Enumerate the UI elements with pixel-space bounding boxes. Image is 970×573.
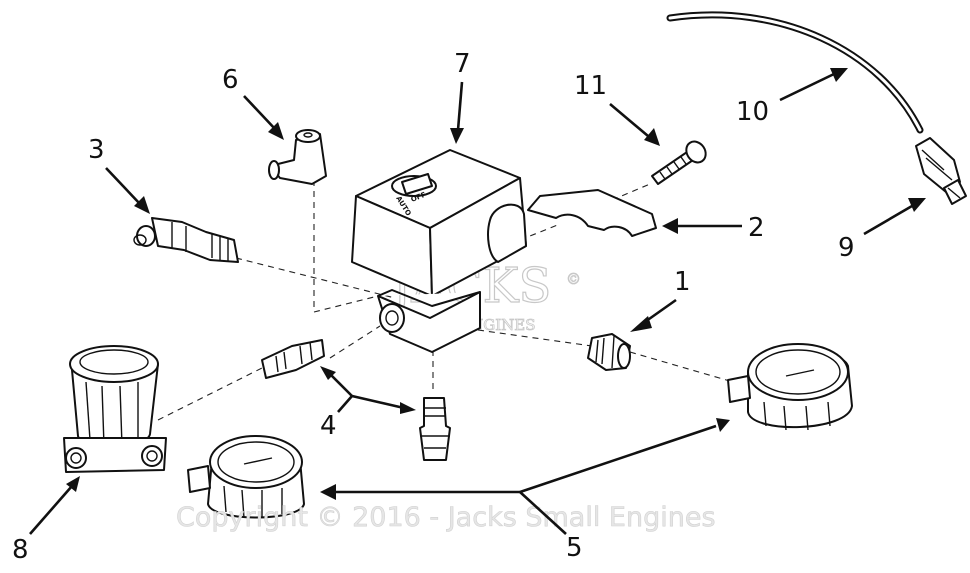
- mounting-bracket-part: [527, 189, 657, 237]
- elbow-fitting-part: [268, 129, 327, 185]
- callout-7: 7: [454, 49, 471, 79]
- callout-2: 2: [748, 213, 765, 243]
- callout-5: 5: [566, 533, 583, 563]
- assembly-center-lines: [157, 180, 741, 421]
- callout-1: 1: [674, 267, 691, 297]
- callout-9: 9: [838, 233, 855, 263]
- screw-part: [651, 140, 707, 185]
- callout-labels: 1 2 3 4 5 6 7 8 9 10 11: [12, 49, 855, 565]
- copyright-watermark: Copyright © 2016 - Jacks Small Engines: [176, 502, 716, 533]
- reducer-fitting-part: [587, 333, 631, 371]
- callout-8: 8: [12, 535, 29, 565]
- pressure-gauge-part-left: [187, 435, 305, 519]
- pressure-gauge-part-right: [727, 343, 853, 431]
- callout-11: 11: [574, 71, 607, 101]
- callout-leaders: [29, 68, 926, 535]
- air-hose-part: [666, 11, 924, 134]
- callout-6: 6: [222, 65, 239, 95]
- nipple-fitting-part-a: [261, 339, 325, 379]
- callout-10: 10: [736, 97, 769, 127]
- nipple-fitting-part-b: [419, 397, 451, 461]
- safety-valve-part: [133, 217, 239, 263]
- hose-fitting-part: [915, 137, 967, 205]
- regulator-part: [63, 345, 167, 473]
- watermark-registered-mark: ©: [566, 270, 581, 288]
- callout-4: 4: [320, 411, 337, 441]
- callout-3: 3: [88, 135, 105, 165]
- pressure-switch-part: AUTO OFF: [351, 149, 527, 353]
